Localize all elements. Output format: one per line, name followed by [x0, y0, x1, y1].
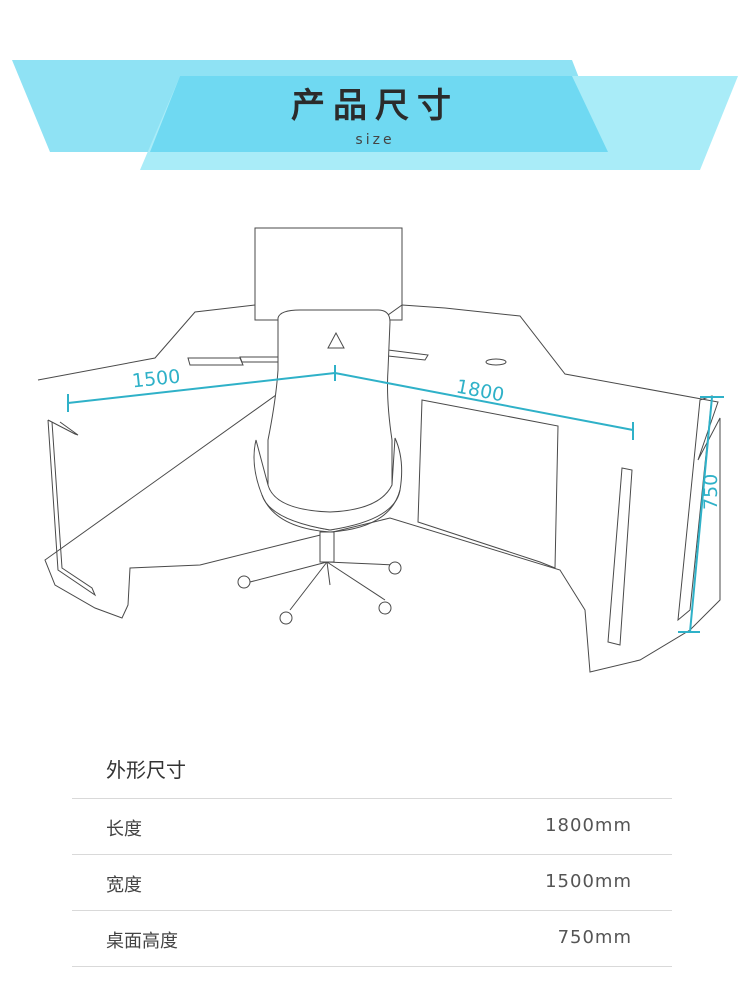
chair-wheel	[378, 601, 392, 615]
spec-value: 1500mm	[545, 871, 632, 892]
spec-title: 外形尺寸	[72, 742, 672, 799]
right-panel-slot	[607, 467, 633, 646]
spec-label: 长度	[106, 819, 142, 840]
cable-grommet	[485, 358, 507, 366]
page-subtitle: size	[355, 132, 395, 148]
page-title: 产品尺寸	[291, 86, 459, 126]
desk-outline	[37, 304, 721, 673]
spec-row: 桌面高度 750mm	[72, 911, 672, 967]
spec-row: 宽度 1500mm	[72, 855, 672, 911]
header-banner: 产品尺寸 size	[0, 0, 750, 190]
spec-value: 1800mm	[545, 815, 632, 836]
chair-wheel	[388, 561, 402, 575]
height-dimension-label: 750	[700, 473, 722, 510]
right-modesty-panel	[417, 399, 559, 569]
chair-post	[319, 531, 335, 563]
banner-front-shape	[150, 76, 608, 152]
length-dimension-line	[334, 372, 634, 431]
chair-wheel	[237, 575, 251, 589]
chair-base	[249, 561, 396, 611]
spec-table: 外形尺寸 长度 1800mm 宽度 1500mm 桌面高度 750mm	[72, 742, 672, 967]
width-dimension-line	[67, 372, 336, 404]
left-panel-slot	[47, 419, 97, 597]
chair-logo-icon	[327, 331, 345, 349]
height-dimension-line	[689, 396, 713, 633]
spec-label: 桌面高度	[106, 931, 178, 952]
chair-wheel	[279, 611, 293, 625]
desk-line-drawing	[37, 227, 724, 673]
desk-drawing: 1500 1800 750	[0, 190, 750, 710]
monitor-outline	[254, 227, 403, 321]
chair-back	[267, 309, 393, 531]
spec-row: 长度 1800mm	[72, 799, 672, 855]
spec-value: 750mm	[557, 927, 632, 948]
banner-shapes	[12, 60, 738, 170]
spec-label: 宽度	[106, 875, 142, 896]
dimension-lines	[67, 365, 724, 633]
